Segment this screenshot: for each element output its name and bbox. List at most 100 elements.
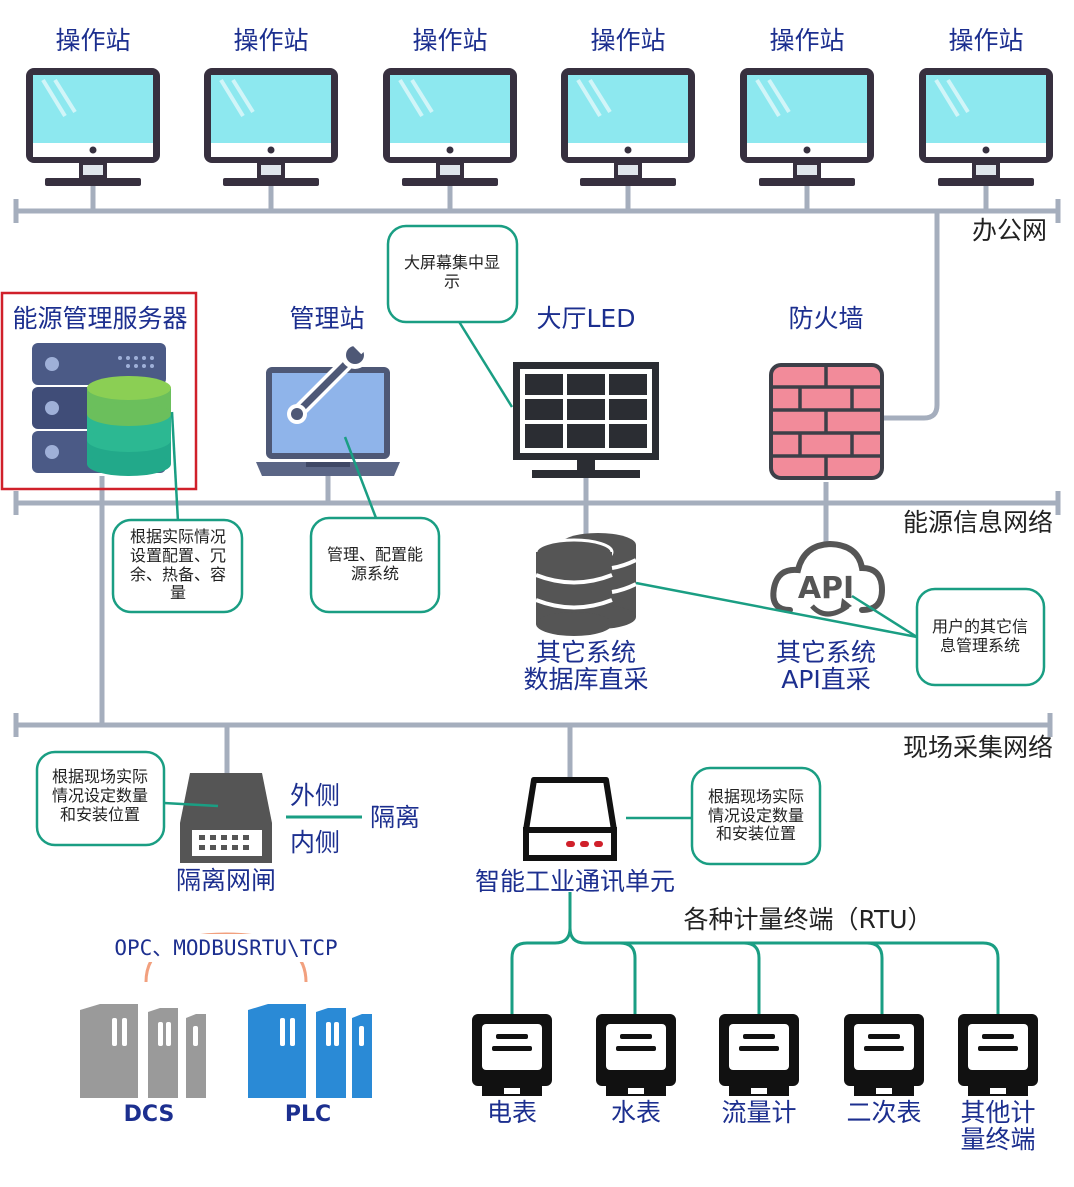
plc-cabinet-icon (248, 1004, 372, 1098)
gateway-inner-label: 内侧 (290, 828, 340, 857)
operator-station-2: 操作站 (202, 26, 340, 188)
monitor-icon (738, 66, 876, 188)
meter-other: 其他计 量终端 (958, 1014, 1038, 1154)
gateway-label: 隔离网闸 (176, 866, 276, 895)
callout-text-line: 和安装位置 (716, 824, 796, 843)
operator-station-1: 操作站 (24, 26, 162, 188)
energy-server: 能源管理服务器 (0, 291, 198, 491)
monitor-icon (559, 66, 697, 188)
protocols-label: OPC、MODBUSRTU\TCP (114, 936, 337, 960)
laptop-wrench-icon (256, 335, 400, 476)
hall-led-label: 大厅LED (537, 304, 636, 333)
monitor-icon (202, 66, 340, 188)
operator-station-5: 操作站 (738, 26, 876, 188)
monitor-icon (24, 66, 162, 188)
gateway-device-icon (180, 773, 272, 863)
firewall-icon (769, 363, 884, 480)
callout-big-screen: 大屏幕集中显 示 (386, 224, 519, 408)
api-direct-label-line1: 其它系统 (776, 638, 876, 667)
meter-icon (596, 1014, 676, 1096)
meter-icon (719, 1014, 799, 1096)
meter-water: 水表 (596, 1014, 676, 1127)
callout-text-line: 余、热备、容 (130, 565, 226, 584)
management-station: 管理站 (256, 304, 400, 476)
firewall-label: 防火墙 (788, 304, 863, 333)
callout-text-line: 示 (444, 272, 460, 291)
operator-station-label: 操作站 (948, 26, 1023, 55)
callout-server: 根据实际情况 设置配置、冗 余、热备、容 量 (111, 411, 244, 614)
api-icon-text: API (798, 571, 854, 606)
meter-label: 流量计 (721, 1098, 796, 1127)
energy-network-bus (13, 476, 1061, 725)
callout-text-line: 情况设定数量 (52, 786, 148, 805)
comm-unit: 智能工业通讯单元 (475, 777, 675, 896)
firewall: 防火墙 (769, 304, 884, 480)
monitor-icon (917, 66, 1055, 188)
callout-comm-position: 根据现场实际 情况设定数量 和安装位置 (626, 766, 822, 866)
highlight-frame (0, 291, 198, 491)
operator-station-label: 操作站 (412, 26, 487, 55)
plc-label: PLC (285, 1102, 331, 1127)
callout-text-line: 大屏幕集中显 (404, 253, 500, 272)
callout-text-line: 息管理系统 (940, 636, 1020, 655)
energy-network-label: 能源信息网络 (903, 508, 1053, 537)
database-direct-collect: 其它系统 数据库直采 (523, 533, 649, 694)
management-station-label: 管理站 (289, 304, 364, 333)
callout-text-line: 和安装位置 (60, 805, 140, 824)
callout-text-line: 设置配置、冗 (130, 546, 226, 565)
callout-text-line: 根据实际情况 (130, 527, 226, 546)
operator-station-label: 操作站 (55, 26, 130, 55)
callout-text-line: 量 (170, 583, 186, 602)
led-wall-icon (513, 362, 659, 478)
meter-label: 电表 (487, 1098, 537, 1127)
operator-station-3: 操作站 (381, 26, 519, 188)
operator-station-label: 操作站 (233, 26, 308, 55)
operator-station-label: 操作站 (590, 26, 665, 55)
hall-led: 大厅LED (513, 304, 659, 478)
meter-tree (510, 892, 1000, 1016)
monitor-icon (381, 66, 519, 188)
callout-text-line: 管理、配置能 (327, 545, 423, 564)
callout-management: 管理、配置能 源系统 (309, 436, 441, 614)
operator-station-label: 操作站 (769, 26, 844, 55)
office-network-bus (13, 186, 1061, 421)
database-icon (87, 376, 171, 476)
meter-icon (472, 1014, 552, 1096)
callout-user-other-systems: 用户的其它信 息管理系统 (635, 581, 1046, 687)
gateway-iso-label: 隔离 (370, 803, 420, 832)
dcs-system: DCS (80, 1004, 206, 1127)
rtu-title: 各种计量终端（RTU） (683, 905, 932, 934)
plc-system: PLC (248, 1004, 372, 1127)
office-network-label: 办公网 (972, 216, 1047, 245)
meter-label: 其他计 (960, 1098, 1035, 1127)
protocol-connection: OPC、MODBUSRTU\TCP (100, 932, 352, 983)
meter-label: 量终端 (960, 1125, 1035, 1154)
db-direct-label-line1: 其它系统 (536, 638, 636, 667)
gateway-outer-label: 外侧 (290, 781, 340, 810)
energy-server-label: 能源管理服务器 (12, 304, 187, 333)
isolation-gateway: 隔离网闸 外侧 内侧 隔离 (176, 773, 420, 895)
meter-electric: 电表 (472, 1014, 552, 1127)
meter-label: 水表 (611, 1098, 661, 1127)
database-stack-icon (534, 533, 637, 636)
meter-icon (958, 1014, 1038, 1096)
meter-secondary: 二次表 (844, 1014, 924, 1127)
meter-flow: 流量计 (719, 1014, 799, 1127)
callout-text-line: 情况设定数量 (708, 806, 804, 825)
dcs-label: DCS (124, 1102, 175, 1127)
callout-text-line: 根据现场实际 (52, 767, 148, 786)
api-direct-label-line2: API直采 (781, 665, 871, 694)
operator-station-6: 操作站 (917, 26, 1055, 188)
callout-gateway-position: 根据现场实际 情况设定数量 和安装位置 (35, 750, 219, 847)
db-direct-label-line2: 数据库直采 (523, 665, 648, 694)
operator-station-4: 操作站 (559, 26, 697, 188)
callout-text-line: 用户的其它信 (932, 617, 1028, 636)
dcs-cabinet-icon (80, 1004, 206, 1098)
callout-text-line: 源系统 (351, 564, 399, 583)
callout-text-line: 根据现场实际 (708, 787, 804, 806)
api-direct-collect: API 其它系统 API直采 (770, 540, 886, 694)
meter-icon (844, 1014, 924, 1096)
field-network-bus (13, 713, 1053, 780)
